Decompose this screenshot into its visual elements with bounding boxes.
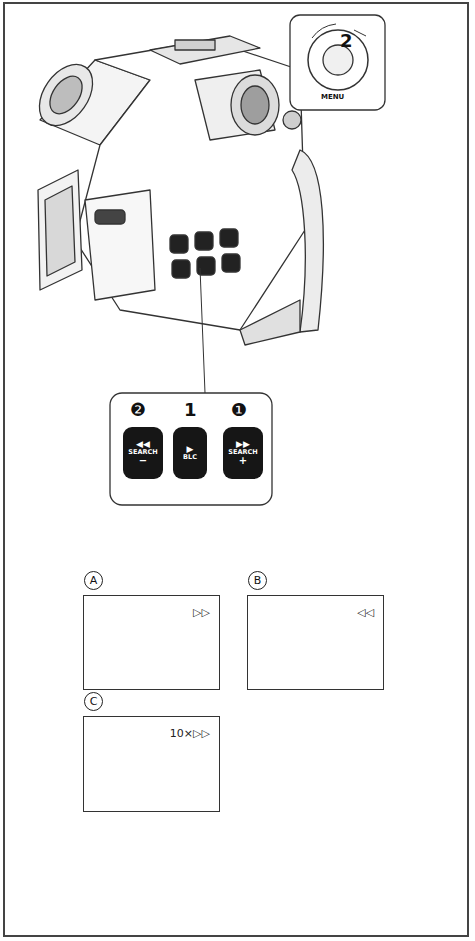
button-symbol: ▶ (187, 445, 194, 454)
search-plus-button: ▶▶SEARCH+ (223, 427, 263, 479)
body-button (220, 229, 238, 247)
callout-number: ❶ (231, 399, 247, 420)
button-symbol: + (239, 456, 247, 467)
screen-display: B◁◁ (247, 595, 384, 690)
menu-dial (308, 30, 368, 90)
screen-indicator: ▷▷ (93, 606, 210, 619)
eyepiece (241, 86, 269, 124)
page-frame (4, 3, 468, 936)
figure-letter: C (84, 692, 103, 711)
button-symbol: − (139, 456, 147, 467)
body-button (195, 232, 213, 250)
turn-arrow (354, 30, 366, 36)
play-blc-button: ▶BLC (173, 427, 207, 479)
callout-number: ❷ (130, 399, 146, 420)
button-label: SEARCH (128, 449, 157, 456)
camera-base (240, 300, 300, 345)
camera-body (75, 40, 305, 330)
callout-number: 2 (340, 30, 353, 51)
button-label: SEARCH (228, 449, 257, 456)
lens-front (28, 55, 103, 136)
callout-number: 1 (184, 399, 197, 420)
figure-letter: A (84, 571, 103, 590)
screen-display: A▷▷ (83, 595, 220, 690)
side-panel (85, 190, 155, 300)
leader-line (200, 268, 205, 393)
body-button (222, 254, 240, 272)
lens-glass (43, 70, 88, 119)
search-minus-button: ◀◀SEARCH− (123, 427, 163, 479)
screen-indicator: 10×▷▷ (93, 727, 210, 740)
lcd-monitor (38, 170, 82, 290)
button-symbol: ◀◀ (136, 440, 150, 449)
top-handle (150, 36, 260, 64)
dial-inset (290, 15, 385, 110)
accessory-shoe (175, 40, 215, 50)
body-button (170, 235, 188, 253)
button-inset (110, 393, 272, 505)
turn-arrow (312, 24, 336, 38)
button-name: MENU (321, 93, 344, 101)
button-label: BLC (183, 454, 197, 461)
menu-dial-body (283, 111, 301, 129)
switch (95, 210, 125, 224)
screen-display: C10×▷▷ (83, 716, 220, 812)
screen-indicator: ◁◁ (257, 606, 374, 619)
lcd-screen (45, 186, 75, 276)
eyecup (231, 75, 279, 135)
figure-letter: B (248, 571, 267, 590)
body-button (172, 260, 190, 278)
button-symbol: ▶▶ (236, 440, 250, 449)
